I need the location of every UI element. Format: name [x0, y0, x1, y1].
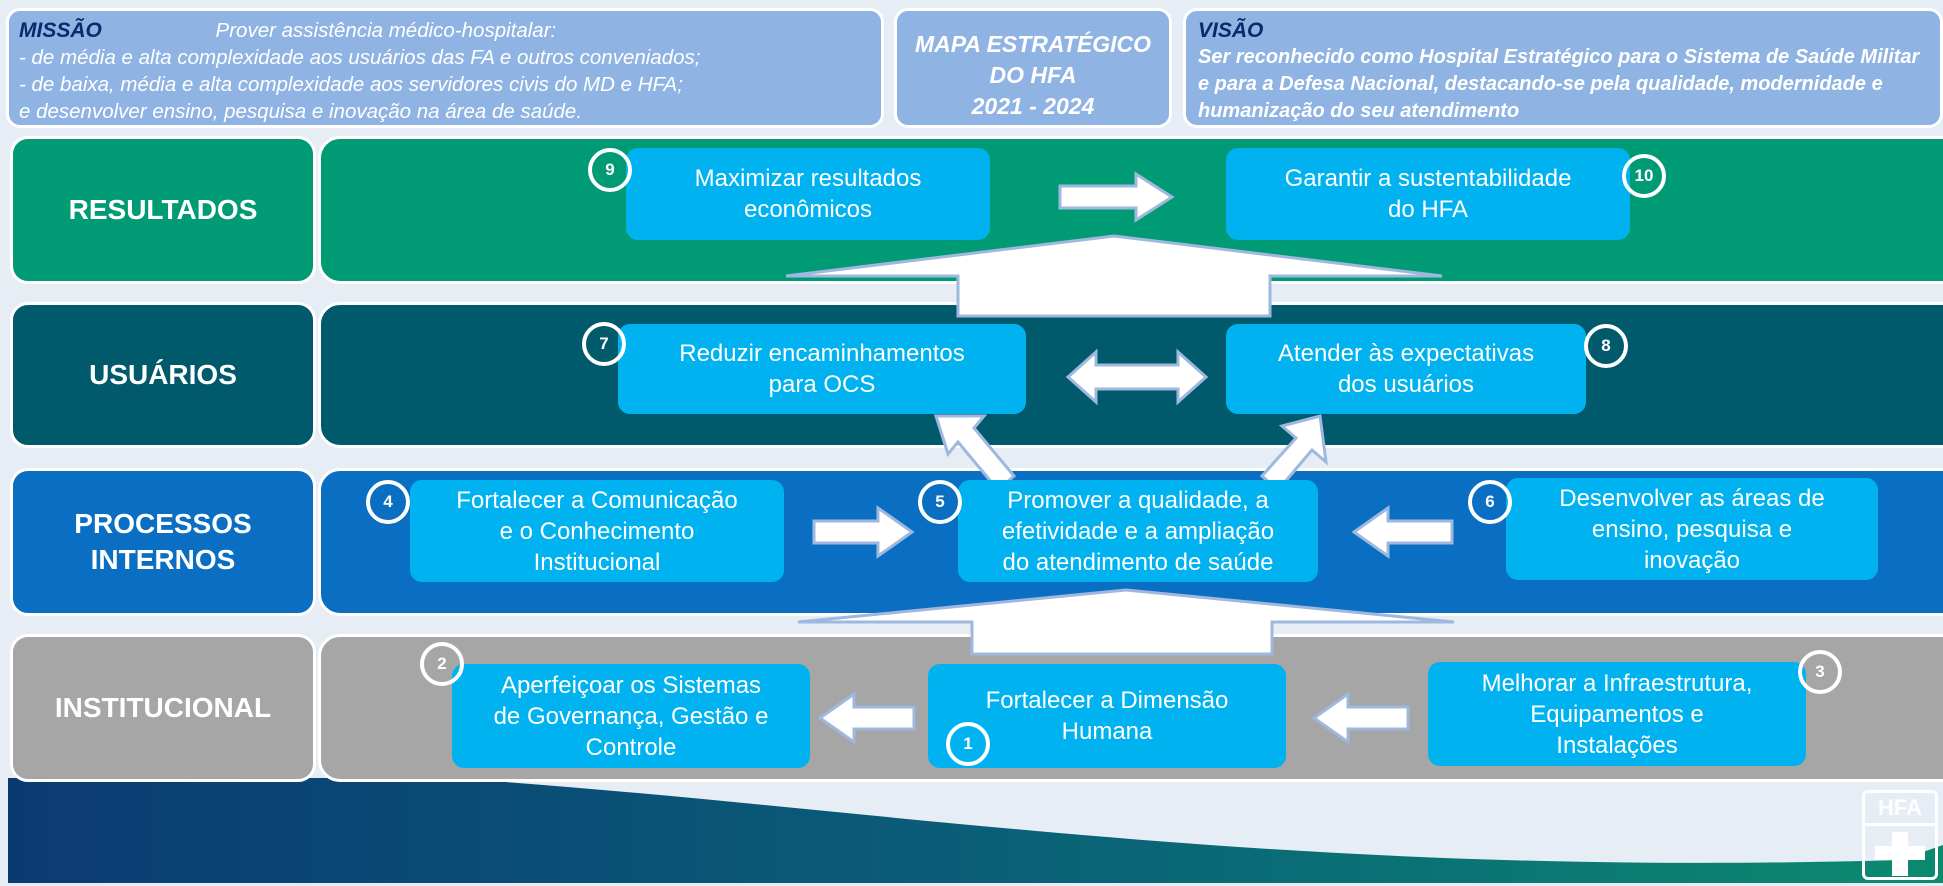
arrow-right-icon [1058, 171, 1175, 223]
objective-line: econômicos [743, 196, 873, 223]
objective-3: Melhorar a Infraestrutura, Equipamentos … [1428, 662, 1806, 766]
logo-text: HFA [1865, 793, 1935, 826]
objective-1: Fortalecer a Dimensão Humana [928, 664, 1286, 768]
arrow-left-icon [1311, 691, 1410, 745]
map-title-years: 2021 - 2024 [971, 93, 1095, 119]
row-label-resultados: RESULTADOS [10, 136, 316, 284]
objective-line: e o Conhecimento [499, 517, 695, 545]
objective-number-5: 5 [918, 480, 962, 524]
mission-box: MISSÃO Prover assistência médico-hospita… [6, 8, 884, 128]
objective-number-8: 8 [1584, 324, 1628, 368]
hfa-logo: HFA [1862, 790, 1938, 880]
objective-line: do atendimento de saúde [1002, 548, 1274, 576]
vision-text: Ser reconhecido como Hospital Estratégic… [1198, 46, 1920, 122]
map-title-line: MAPA ESTRATÉGICO [915, 31, 1151, 57]
objective-line: Institucional [533, 548, 661, 576]
row-label-institucional: INSTITUCIONAL [10, 634, 316, 782]
objective-number-10: 10 [1622, 154, 1666, 198]
mission-line: - de baixa, média e alta complexidade ao… [19, 73, 683, 96]
objective-9: Maximizar resultados econômicos [626, 148, 990, 240]
objective-line: do HFA [1387, 196, 1469, 223]
objective-6: Desenvolver as áreas de ensino, pesquisa… [1506, 478, 1878, 580]
objective-number-6: 6 [1468, 480, 1512, 524]
row-label-processos: PROCESSOS INTERNOS [10, 468, 316, 616]
objective-line: Instalações [1556, 731, 1678, 759]
arrow-up-large-icon [797, 588, 1455, 656]
mission-lead: Prover assistência médico-hospitalar: [215, 19, 557, 42]
objective-line: Reduzir encaminhamentos [679, 340, 965, 367]
cross-icon [1875, 832, 1925, 876]
objective-line: Aperfeiçoar os Sistemas [500, 671, 762, 699]
row-label-usuarios: USUÁRIOS [10, 302, 316, 448]
objective-line: inovação [1643, 546, 1741, 574]
objective-line: Atender às expectativas [1277, 340, 1535, 367]
objective-line: Fortalecer a Dimensão [985, 687, 1229, 714]
objective-line: dos usuários [1337, 371, 1475, 398]
mission-line: e desenvolver ensino, pesquisa e inovaçã… [19, 100, 583, 123]
objective-line: Controle [585, 733, 677, 761]
objective-line: Promover a qualidade, a [1007, 486, 1269, 514]
row-label-text: USUÁRIOS [89, 359, 237, 390]
map-title-line: DO HFA [989, 62, 1077, 88]
row-label-text: RESULTADOS [68, 194, 258, 225]
objective-number-4: 4 [366, 480, 410, 524]
objective-line: ensino, pesquisa e [1591, 515, 1793, 543]
objective-line: para OCS [768, 371, 876, 398]
arrow-double-icon [1065, 348, 1209, 406]
objective-2: Aperfeiçoar os Sistemas de Governança, G… [452, 664, 810, 768]
objective-number-1: 1 [946, 722, 990, 766]
objective-line: Maximizar resultados [694, 165, 922, 192]
objective-line: Melhorar a Infraestrutura, [1481, 669, 1753, 697]
strategic-map-title: MAPA ESTRATÉGICO DO HFA 2021 - 2024 [894, 8, 1172, 128]
arrow-left-icon [817, 691, 916, 745]
objective-10: Garantir a sustentabilidade do HFA [1226, 148, 1630, 240]
row-label-text: PROCESSOS [74, 508, 252, 539]
objective-line: efetividade e a ampliação [1001, 517, 1275, 545]
objective-line: Equipamentos e [1530, 700, 1704, 728]
objective-8: Atender às expectativas dos usuários [1226, 324, 1586, 414]
objective-line: Garantir a sustentabilidade [1284, 165, 1572, 192]
mission-title: MISSÃO [19, 19, 102, 42]
arrow-right-icon [812, 505, 915, 559]
arrow-up-large-icon [785, 234, 1443, 318]
objective-number-7: 7 [582, 322, 626, 366]
row-label-text: INTERNOS [90, 544, 236, 575]
objective-number-3: 3 [1798, 650, 1842, 694]
objective-line: Desenvolver as áreas de [1559, 484, 1825, 512]
objective-line: Humana [1061, 718, 1153, 745]
mission-line: - de média e alta complexidade aos usuár… [19, 46, 701, 69]
arrow-left-icon [1351, 505, 1454, 559]
objective-number-9: 9 [588, 148, 632, 192]
vision-box: VISÃO Ser reconhecido como Hospital Estr… [1183, 8, 1943, 128]
objective-line: Fortalecer a Comunicação [456, 486, 738, 514]
objective-number-2: 2 [420, 642, 464, 686]
objective-line: de Governança, Gestão e [493, 702, 769, 730]
row-label-text: INSTITUCIONAL [54, 692, 272, 723]
objective-5: Promover a qualidade, a efetividade e a … [958, 480, 1318, 582]
vision-title: VISÃO [1198, 19, 1264, 42]
objective-4: Fortalecer a Comunicação e o Conheciment… [410, 480, 784, 582]
objective-7: Reduzir encaminhamentos para OCS [618, 324, 1026, 414]
footer-wave [8, 770, 1943, 883]
